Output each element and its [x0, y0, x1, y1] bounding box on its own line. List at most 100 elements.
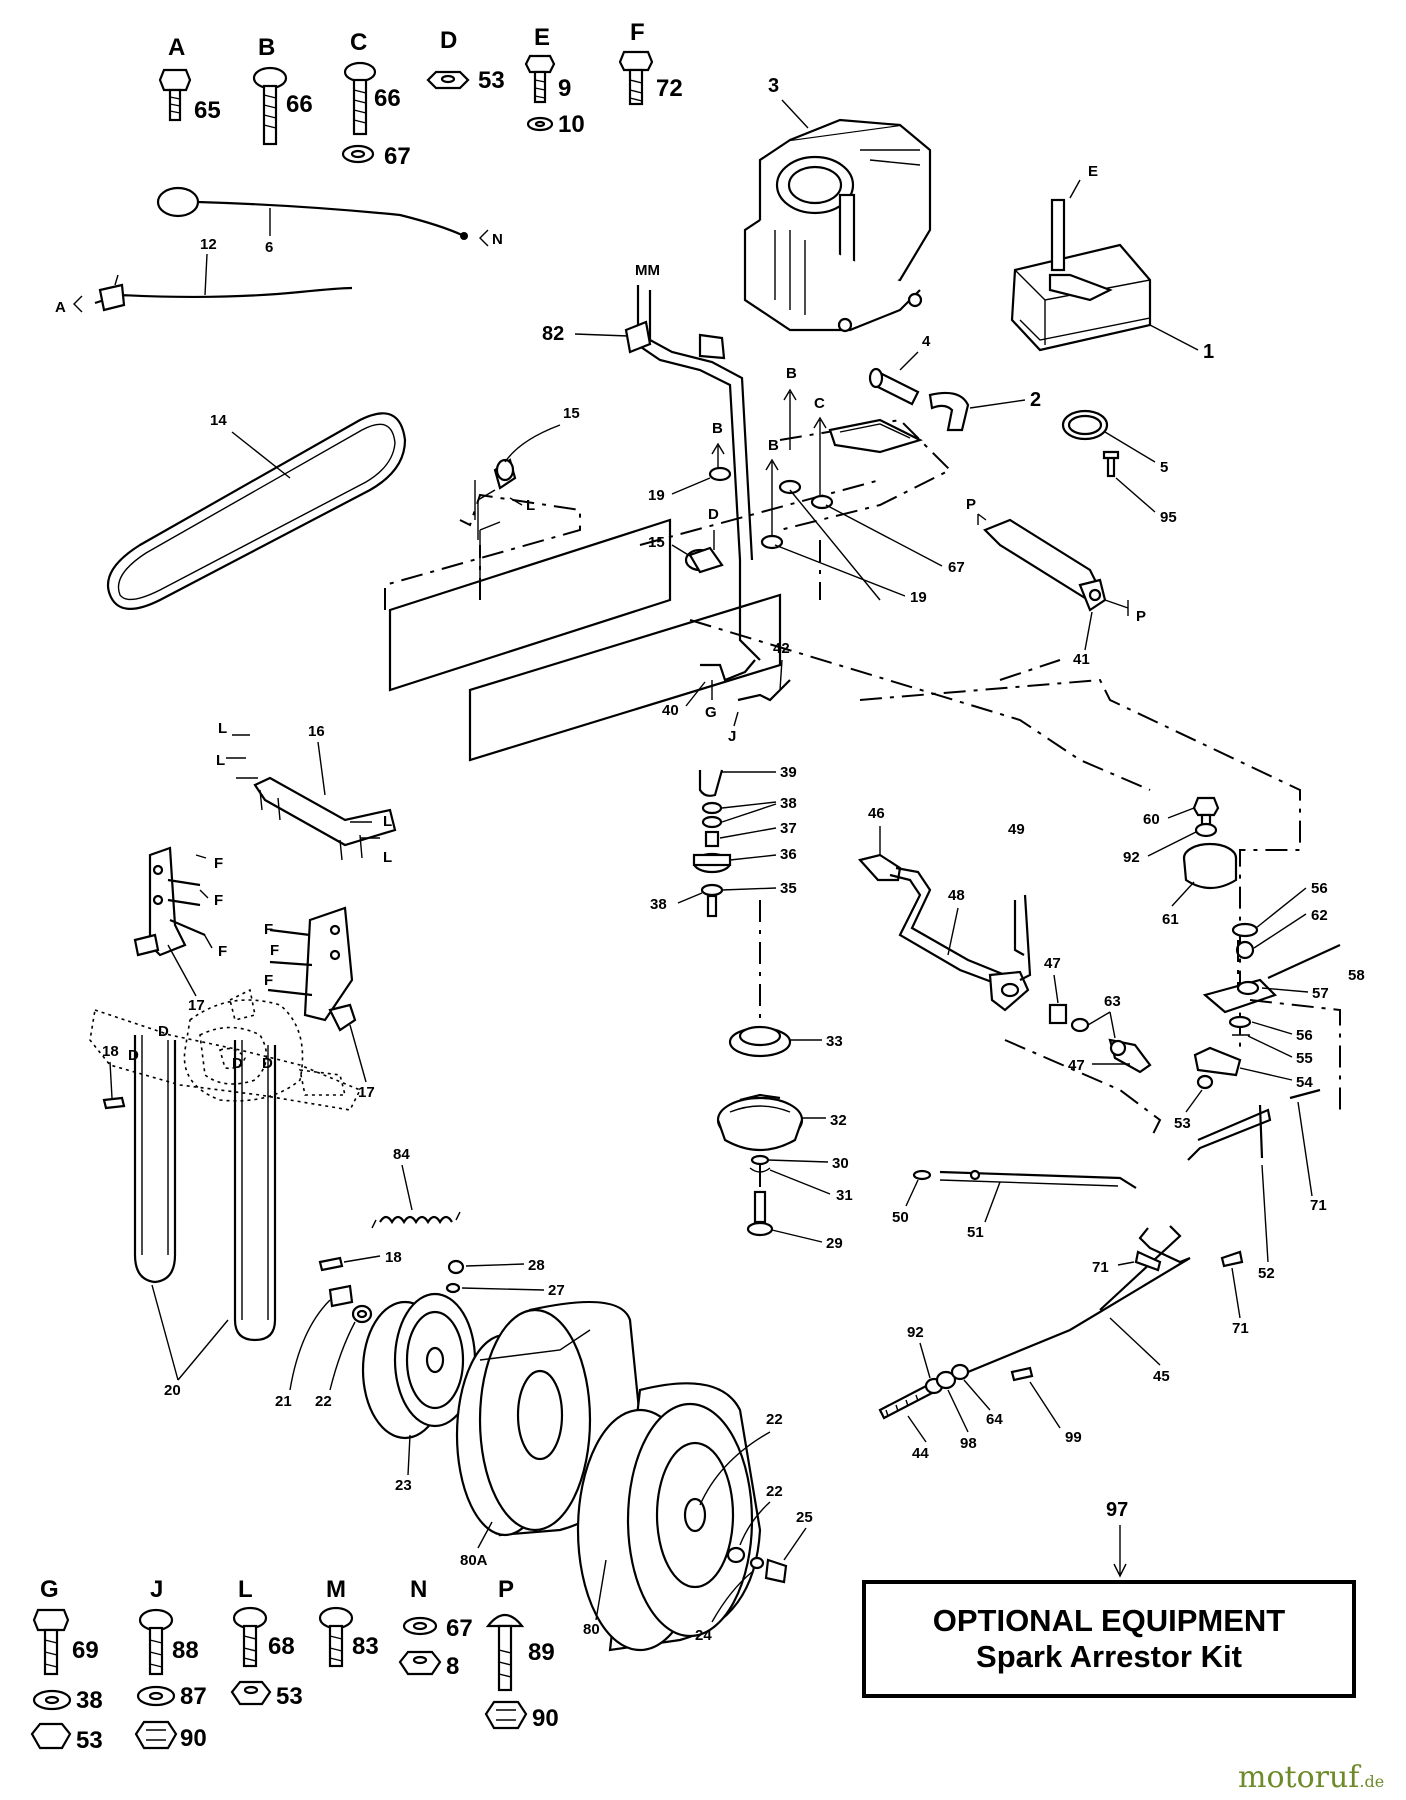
clutch-stack — [692, 769, 804, 1237]
callout-2: 2 — [1030, 389, 1041, 411]
exhaust-pipe — [868, 367, 920, 406]
axle-key — [318, 1256, 344, 1272]
callout-51: 51 — [967, 1224, 984, 1241]
callout-71-c: 71 — [1232, 1320, 1249, 1337]
hw-part-9: 9 — [558, 75, 571, 102]
optional-equipment-subtitle: Spark Arrestor Kit — [976, 1639, 1242, 1674]
callout-80: 80 — [583, 1621, 600, 1638]
hw-letter-n: N — [410, 1576, 427, 1603]
drive-belt — [106, 412, 407, 610]
callout-l-1: L — [526, 497, 535, 514]
optional-equipment-title: OPTIONAL EQUIPMENT — [932, 1603, 1286, 1638]
bracket-right — [267, 906, 357, 1032]
callout-84: 84 — [393, 1146, 410, 1163]
hw-part-72: 72 — [656, 75, 683, 102]
bracket-left — [133, 846, 206, 957]
brake-rod — [912, 1169, 1137, 1189]
idler-pulley — [1182, 796, 1238, 890]
brake-pedal-rod — [1187, 1088, 1321, 1161]
callout-17-a: 17 — [188, 997, 205, 1014]
mounting-bracket — [226, 734, 397, 861]
callout-37: 37 — [780, 820, 797, 837]
callout-24: 24 — [695, 1627, 712, 1644]
washer-icon — [526, 116, 554, 132]
callout-63: 63 — [1104, 993, 1121, 1010]
speed-rod — [899, 1225, 1244, 1402]
wheel-bolt — [726, 1546, 788, 1584]
hw-part-65: 65 — [194, 97, 221, 124]
callout-48: 48 — [948, 887, 965, 904]
hw-part-53c: 53 — [276, 1683, 303, 1710]
callout-36: 36 — [780, 846, 797, 863]
idler-arm — [1193, 922, 1341, 1110]
hw-letter-b: B — [258, 34, 275, 61]
callout-58: 58 — [1348, 967, 1365, 984]
callout-17-b: 17 — [358, 1084, 375, 1101]
callout-3: 3 — [768, 75, 779, 97]
callout-6: 6 — [265, 239, 273, 256]
callout-53-a: 53 — [1174, 1115, 1191, 1132]
callout-15-a: 15 — [563, 405, 580, 422]
callout-d-2: D — [128, 1047, 139, 1064]
callout-98: 98 — [960, 1435, 977, 1452]
muffler — [1010, 198, 1152, 352]
hw-part-67: 67 — [384, 143, 411, 170]
callout-22-b: 22 — [766, 1411, 783, 1428]
hw-letter-d: D — [440, 27, 457, 54]
callout-4: 4 — [922, 333, 931, 350]
bolt-icon — [343, 61, 377, 136]
callout-92-b: 92 — [907, 1324, 924, 1341]
bolt-icon — [158, 68, 192, 122]
hardware-bottom-row: G 69 38 53 J 88 87 90 L 68 53 M 83 — [30, 1576, 559, 1754]
callout-l-2: L — [218, 720, 227, 737]
callout-25: 25 — [796, 1509, 813, 1526]
transaxle — [89, 988, 362, 1111]
engine — [743, 118, 932, 333]
callout-22-a: 22 — [315, 1393, 332, 1410]
callout-47-b: 47 — [1068, 1057, 1085, 1074]
callout-29: 29 — [826, 1235, 843, 1252]
callout-5: 5 — [1160, 459, 1168, 476]
callout-p-1: P — [966, 496, 976, 513]
callout-d-1: D — [708, 506, 719, 523]
callout-p-2: P — [1136, 608, 1146, 625]
link-rod — [700, 659, 791, 702]
hw-part-10: 10 — [558, 111, 585, 138]
callout-20: 20 — [164, 1382, 181, 1399]
callout-80a: 80A — [460, 1552, 488, 1569]
spring — [371, 1211, 461, 1229]
hw-part-68: 68 — [268, 1633, 295, 1660]
hw-part-89: 89 — [528, 1639, 555, 1666]
callout-g-1: G — [705, 704, 717, 721]
callout-31: 31 — [836, 1187, 853, 1204]
watermark-ext: .de — [1359, 1772, 1385, 1791]
hw-part-38: 38 — [76, 1687, 103, 1714]
muffler-clamp — [1061, 409, 1120, 478]
callout-12: 12 — [200, 236, 217, 253]
callout-d-4: D — [232, 1055, 243, 1072]
callout-f-4: F — [264, 921, 273, 938]
hw-part-67b: 67 — [446, 1615, 473, 1642]
hw-part-87: 87 — [180, 1683, 207, 1710]
callout-47-a: 47 — [1044, 955, 1061, 972]
callout-18-a: 18 — [102, 1043, 119, 1060]
callout-16: 16 — [308, 723, 325, 740]
hardware-top-row: A 65 B 66 C 66 67 D — [158, 19, 683, 170]
hw-part-53b: 53 — [76, 1727, 103, 1754]
callout-f-2: F — [214, 892, 223, 909]
optional-equipment-box: OPTIONAL EQUIPMENT Spark Arrestor Kit — [862, 1580, 1356, 1698]
hw-part-83: 83 — [352, 1633, 379, 1660]
callout-64: 64 — [986, 1411, 1003, 1428]
callout-23: 23 — [395, 1477, 412, 1494]
callout-n: N — [492, 231, 503, 248]
axle-hub — [328, 1284, 373, 1324]
callout-j-1: J — [728, 728, 736, 745]
bolt-icon — [524, 54, 556, 104]
valve-stem — [445, 1259, 465, 1294]
callout-56-a: 56 — [1311, 880, 1328, 897]
callout-l-3: L — [216, 752, 225, 769]
callout-21: 21 — [275, 1393, 292, 1410]
callout-b-1: B — [786, 365, 797, 382]
callout-62: 62 — [1311, 907, 1328, 924]
callout-33: 33 — [826, 1033, 843, 1050]
